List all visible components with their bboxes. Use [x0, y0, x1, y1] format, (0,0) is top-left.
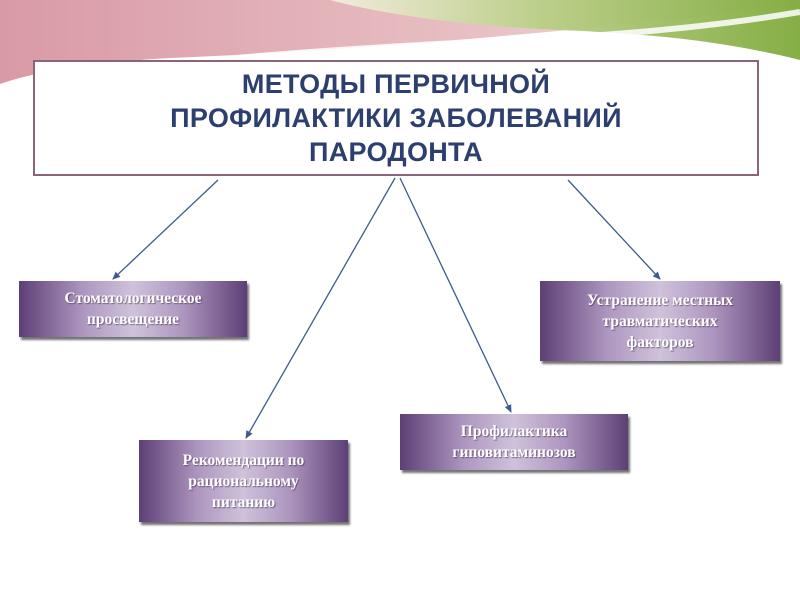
- node-nutrition-line-3: питанию: [211, 493, 276, 511]
- node-nutrition-line-2: рациональному: [188, 472, 299, 490]
- node-trauma-line-2: травматических: [602, 312, 718, 330]
- node-nutrition-recommendations: Рекомендации по рациональному питанию: [139, 440, 348, 522]
- connector-to-education: [112, 179, 219, 280]
- connector-to-nutrition: [245, 177, 396, 439]
- title-line-2: ПРОФИЛАКТИКИ ЗАБОЛЕВАНИЙ: [170, 103, 622, 133]
- diagram-title-box: МЕТОДЫ ПЕРВИЧНОЙ ПРОФИЛАКТИКИ ЗАБОЛЕВАНИ…: [33, 60, 759, 176]
- node-hypovitaminosis-line-1: Профилактика: [460, 423, 568, 440]
- node-hypovitaminosis-line-2: гиповитаминозов: [452, 444, 576, 461]
- connector-to-trauma: [567, 179, 661, 280]
- node-dental-education: Стоматологическое просвещение: [19, 281, 247, 337]
- title-line-1: МЕТОДЫ ПЕРВИЧНОЙ: [241, 69, 551, 99]
- node-dental-education-line-2: просвещение: [86, 311, 180, 328]
- node-hypovitaminosis-prevention: Профилактика гиповитаминозов: [400, 414, 628, 470]
- node-local-trauma-elimination: Устранение местных травматических фактор…: [540, 281, 780, 361]
- connector-to-hypovitaminosis: [399, 177, 512, 413]
- node-trauma-line-1: Устранение местных: [586, 291, 734, 309]
- node-trauma-line-3: факторов: [626, 333, 694, 351]
- node-nutrition-line-1: Рекомендации по: [182, 451, 305, 469]
- green-wave: [330, 0, 800, 60]
- node-dental-education-line-1: Стоматологическое: [64, 290, 202, 307]
- title-line-3: ПАРОДОНТА: [309, 137, 483, 167]
- diagram-title: МЕТОДЫ ПЕРВИЧНОЙ ПРОФИЛАКТИКИ ЗАБОЛЕВАНИ…: [170, 67, 622, 169]
